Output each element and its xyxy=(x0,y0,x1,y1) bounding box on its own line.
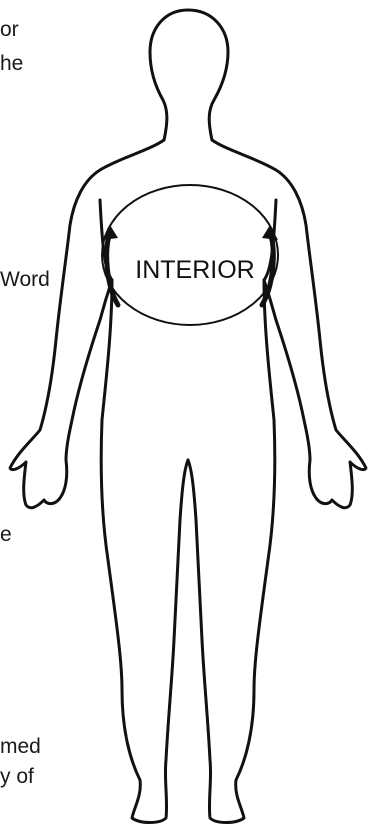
left-torso-leg-outline xyxy=(101,280,188,823)
left-arrowhead-icon xyxy=(102,225,118,240)
arrowheads xyxy=(102,225,278,240)
left-side-outline xyxy=(10,140,164,508)
interior-circle xyxy=(102,185,278,325)
interior-label: INTERIOR xyxy=(135,256,254,284)
right-torso-leg-outline xyxy=(188,280,275,823)
head-outline xyxy=(150,10,228,140)
